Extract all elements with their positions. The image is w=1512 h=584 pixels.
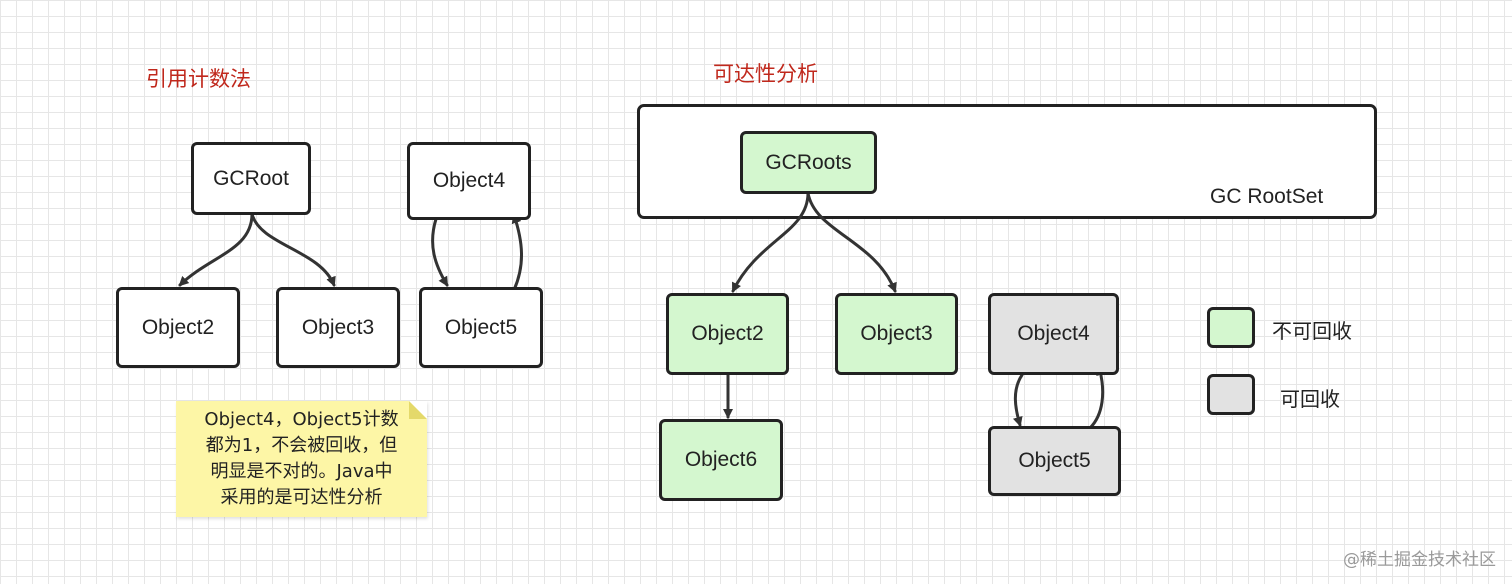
note-line: 都为1，不会被回收，但 (205, 435, 398, 456)
node-object3-right: Object3 (835, 293, 958, 375)
node-object5-left: Object5 (419, 287, 543, 368)
note-line: 采用的是可达性分析 (220, 487, 383, 508)
edge-object4-object5 (431, 217, 449, 287)
node-object4-left: Object4 (407, 142, 531, 220)
node-gcroots: GCRoots (740, 131, 877, 194)
right-title: 可达性分析 (713, 62, 818, 86)
edge-gcroot-object3 (250, 212, 336, 287)
node-gcroot: GCRoot (191, 142, 311, 215)
legend-label-collectable: 可回收 (1280, 387, 1340, 411)
legend-swatch-reachable (1207, 307, 1255, 348)
note-line: 明显是不对的。Java中 (210, 461, 393, 482)
edge-gcroot-object2 (178, 212, 254, 287)
edge-object5-object4-right (1088, 365, 1106, 430)
sticky-note: Object4，Object5计数 都为1，不会被回收，但 明显是不对的。Jav… (176, 401, 427, 517)
legend-label-reachable: 不可回收 (1272, 319, 1352, 343)
node-object5-right: Object5 (988, 426, 1121, 496)
edge-gcroots-object3 (806, 191, 897, 293)
legend-swatch-collectable (1207, 374, 1255, 415)
node-object3-left: Object3 (276, 287, 400, 368)
watermark: @稀土掘金技术社区 (1343, 550, 1496, 570)
left-title: 引用计数法 (146, 67, 251, 91)
sticky-note-fold (409, 401, 427, 419)
node-object4-right: Object4 (988, 293, 1119, 375)
edge-gcroots-object2 (731, 191, 810, 293)
edge-object4-object5-right (1012, 373, 1024, 427)
node-object2-left: Object2 (116, 287, 240, 368)
edge-object5-object4 (511, 213, 523, 292)
node-object6-right: Object6 (659, 419, 783, 501)
gc-rootset-label: GC RootSet (1210, 185, 1324, 208)
note-line: Object4，Object5计数 (204, 409, 399, 430)
node-object2-right: Object2 (666, 293, 789, 375)
